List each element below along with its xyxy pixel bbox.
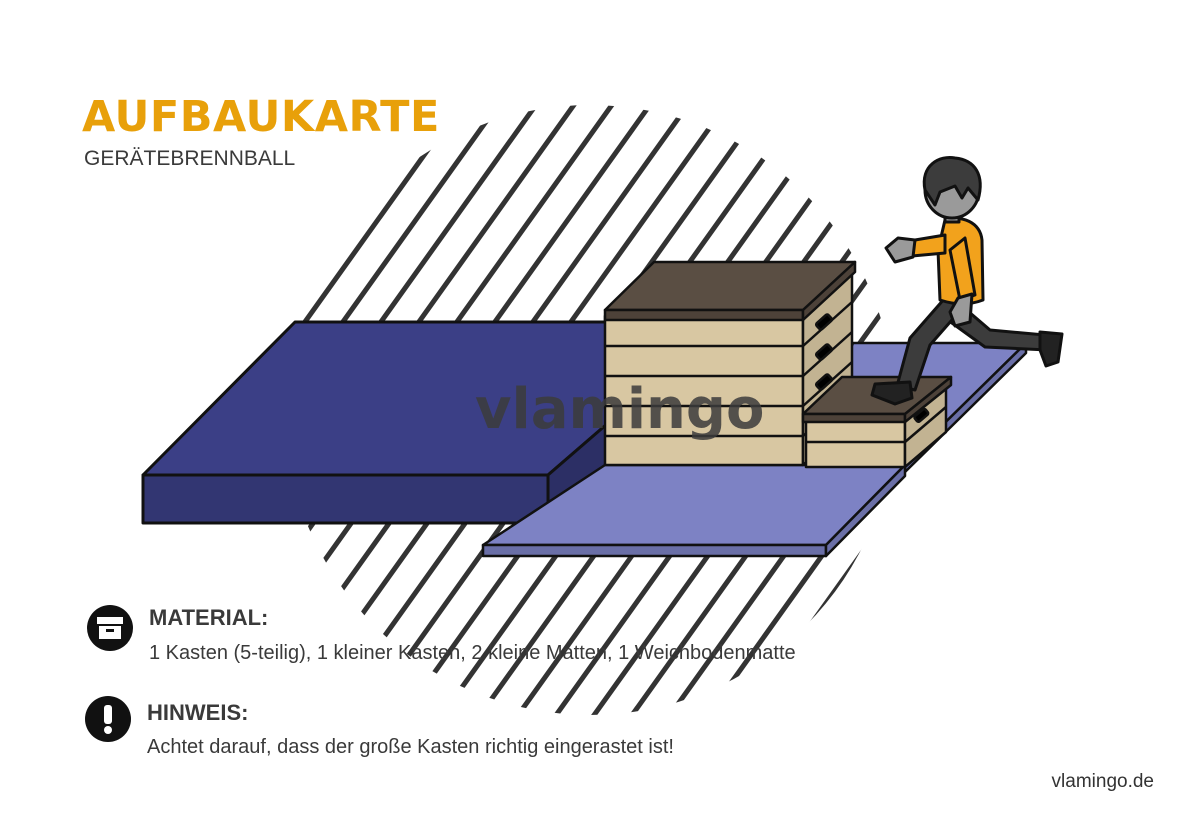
hint-text: Achtet darauf, dass der große Kasten ric… [147, 736, 674, 758]
small-mat-front [481, 463, 907, 558]
page-subtitle: GERÄTEBRENNBALL [84, 147, 296, 170]
archive-box-icon [87, 605, 133, 651]
hatch-line [673, 105, 895, 715]
hint-heading: HINWEIS: [147, 700, 249, 725]
child-figure [870, 155, 1064, 406]
material-heading: MATERIAL: [149, 605, 269, 630]
hatch-line [285, 105, 533, 715]
watermark: vlamingo [475, 377, 764, 442]
exclamation-icon [85, 696, 131, 742]
footer-site: vlamingo.de [1051, 771, 1154, 792]
weichboden-front [141, 473, 550, 525]
page-title: AUFBAUKARTE [82, 92, 440, 142]
hatch-line [285, 105, 495, 715]
material-text: 1 Kasten (5-teilig), 1 kleiner Kasten, 2… [149, 642, 796, 664]
